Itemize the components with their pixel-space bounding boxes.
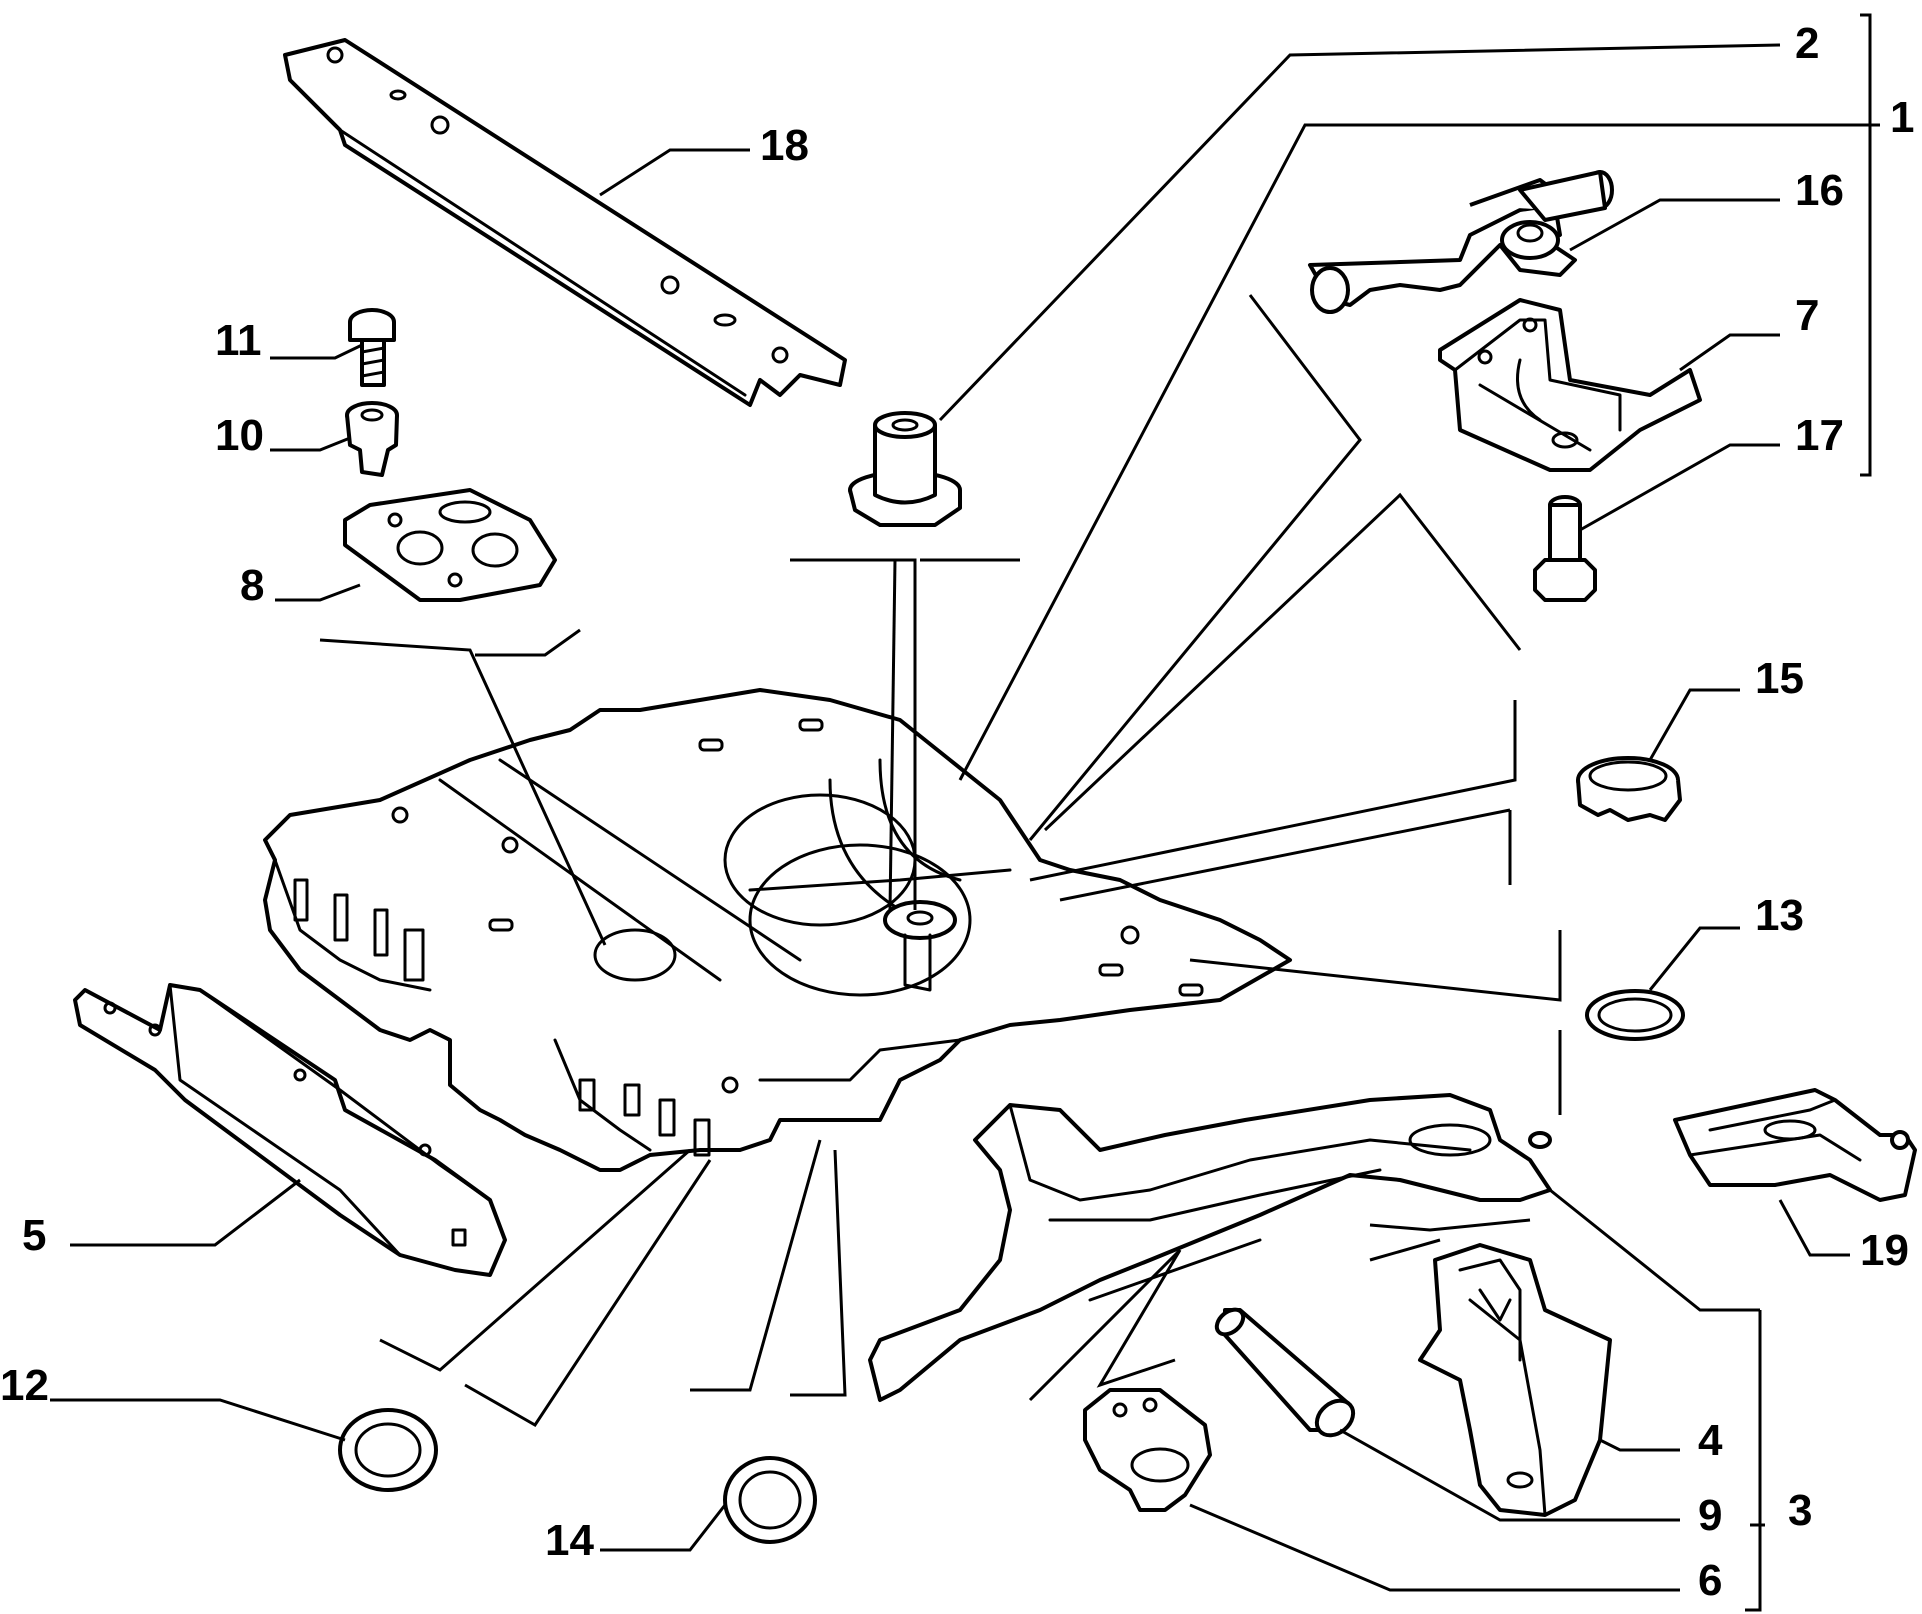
part-8-plate [343,488,557,602]
part-4-bracket [1418,1243,1612,1517]
callout-8: 8 [240,561,264,610]
callout-2: 2 [1795,19,1819,68]
part-14-plug [723,1456,817,1544]
callout-9: 9 [1698,1491,1722,1540]
callout-6: 6 [1698,1556,1722,1605]
callout-5: 5 [22,1211,46,1260]
leader-lines [50,13,1880,1612]
callout-15: 15 [1755,654,1804,703]
part-10-plug [345,401,399,477]
callout-19: 19 [1860,1226,1909,1275]
part-7-support [1438,298,1702,472]
part-15-cap [1576,756,1682,822]
part-12-plug [338,1408,438,1492]
explosion-guides [319,294,1562,1428]
part-3-cross-member [868,1093,1552,1402]
callout-3: 3 [1788,1486,1812,1535]
part-16-bracket [1308,170,1614,314]
callout-14: 14 [545,1516,594,1565]
callout-16: 16 [1795,166,1844,215]
part-17-bolt [1533,495,1597,602]
callout-labels: 2 1 18 16 7 17 11 10 8 15 13 5 19 12 4 3… [0,19,1914,1605]
part-5-side-rail [73,983,507,1277]
callout-4: 4 [1698,1416,1723,1465]
callout-12: 12 [0,1361,49,1410]
callout-17: 17 [1795,411,1844,460]
part-11-screw [348,308,396,387]
callout-7: 7 [1795,291,1819,340]
floor-pan-main [263,688,1292,1172]
part-19-bracket [1673,1088,1917,1202]
part-9-pin [1214,1307,1356,1438]
callout-10: 10 [215,411,264,460]
callout-1: 1 [1890,93,1914,142]
callout-13: 13 [1755,891,1804,940]
part-2-mount [848,411,962,527]
part-13-grommet [1585,989,1685,1041]
callout-18: 18 [760,121,809,170]
part-18-cross-rail [283,38,847,407]
part-6-lug [1083,1388,1212,1512]
callout-11: 11 [215,316,262,365]
